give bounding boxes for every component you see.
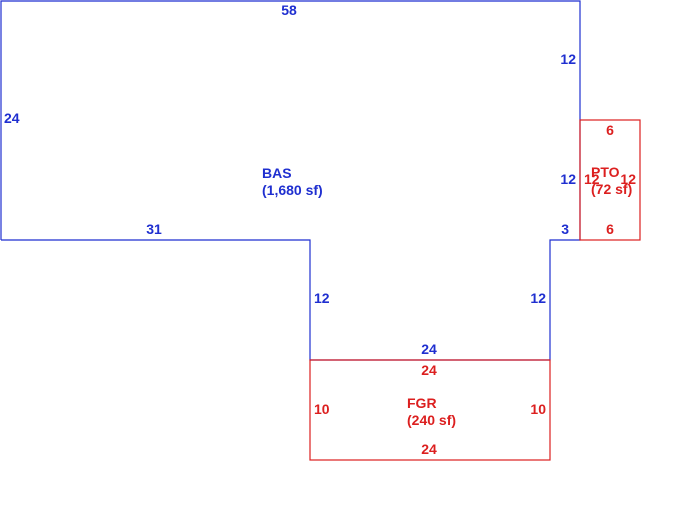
bas-right-upper-dimension: 12 (560, 51, 576, 67)
pto-area-label: (72 sf) (591, 181, 632, 197)
fgr-code-label: FGR (407, 395, 437, 411)
bas-top-dimension: 58 (281, 2, 297, 18)
fgr-area-label: (240 sf) (407, 412, 456, 428)
bas-area-label: (1,680 sf) (262, 182, 323, 198)
bas-notch-bottom-dimension: 24 (421, 341, 437, 357)
pto-code-label: PTO (591, 164, 620, 180)
bas-left-dimension: 24 (4, 110, 20, 126)
fgr-bottom-dimension: 24 (421, 441, 437, 457)
fgr-outline (309, 359, 551, 461)
fgr-top-dimension: 24 (421, 362, 437, 378)
bas-step-dimension: 3 (561, 221, 569, 237)
fgr-right-dimension: 10 (530, 401, 546, 417)
bas-notch-left-dimension: 12 (314, 290, 330, 306)
bas-right-mid-dimension: 12 (560, 171, 576, 187)
fgr-left-dimension: 10 (314, 401, 330, 417)
pto-bottom-dimension: 6 (606, 221, 614, 237)
bas-bottom-left-dimension: 31 (146, 221, 162, 237)
bas-outline (0, 0, 581, 361)
pto-right-dimension: 12 (620, 171, 636, 187)
pto-outline (579, 119, 641, 241)
pto-left-dimension: 12 (584, 171, 600, 187)
bas-code-label: BAS (262, 165, 292, 181)
bas-notch-right-dimension: 12 (530, 290, 546, 306)
pto-top-dimension: 6 (606, 122, 614, 138)
